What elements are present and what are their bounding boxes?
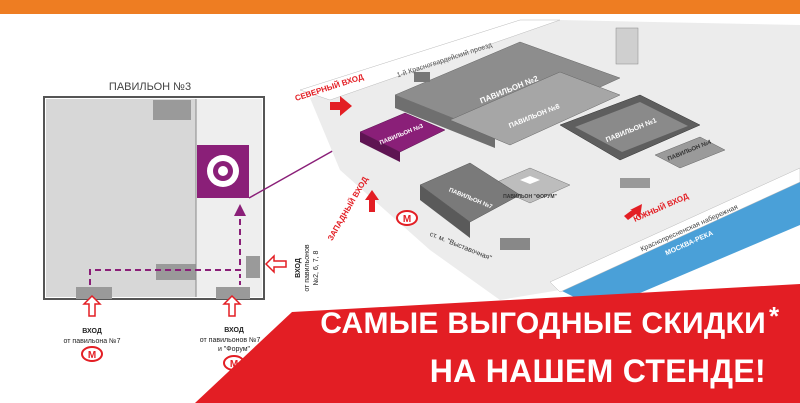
promo-asterisk: * xyxy=(769,301,780,331)
entrance-right-title: ВХОД xyxy=(224,327,244,334)
metro-m-icon: M xyxy=(81,346,103,362)
entrance-left-subtitle: от павильона №7 xyxy=(64,338,121,345)
route-from-left xyxy=(89,204,246,285)
svg-text:M: M xyxy=(403,214,411,225)
metro-m-icon: M xyxy=(396,210,418,226)
our-stand-marker xyxy=(197,145,249,198)
tower-building xyxy=(615,27,639,65)
svg-text:M: M xyxy=(88,350,96,361)
stand-logo-icon xyxy=(207,155,239,187)
entrance-arrow-side xyxy=(264,254,287,274)
venue-map: ПАВИЛЬОН №3 ВХОД от павильона №7 xyxy=(43,19,800,403)
top-accent-bar xyxy=(0,0,800,14)
entrance-left-title: ВХОД xyxy=(82,328,102,335)
entrance-side-title: ВХОД xyxy=(295,258,302,278)
pavilion-8 xyxy=(449,71,621,146)
promo-line-1: САМЫЕ ВЫГОДНЫЕ СКИДКИ xyxy=(320,307,766,340)
label-pavilion-forum: ПАВИЛЬОН "ФОРУМ" xyxy=(503,194,557,200)
entrance-side-line1: от павильонов xyxy=(304,244,311,292)
entrance-right-line2: и "Форум" xyxy=(218,346,251,353)
pavilion-3-floorplan xyxy=(43,96,265,300)
entrance-right-line1: от павильонов №7, 8 xyxy=(200,337,269,344)
entrance-arrow-bottom xyxy=(222,294,242,317)
pavilion-3-title: ПАВИЛЬОН №3 xyxy=(109,81,191,93)
svg-text:M: M xyxy=(230,359,238,370)
entrance-side-line2: №2, 6, 7, 8 xyxy=(313,251,320,286)
moscow-river xyxy=(560,180,800,310)
site-map: ПАВИЛЬОН №2 ПАВИЛЬОН №8 ПАВИЛЬОН №1 ПАВИ… xyxy=(294,19,800,310)
entrance-arrow-left xyxy=(82,294,102,317)
west-entrance-label: ЗАПАДНЫЙ ВХОД xyxy=(326,175,370,242)
pavilion-7 xyxy=(419,162,521,223)
promo-line-2: НА НАШЕМ СТЕНДЕ! xyxy=(429,353,766,389)
promo-banner xyxy=(195,284,800,403)
pavilion-4 xyxy=(654,136,726,169)
